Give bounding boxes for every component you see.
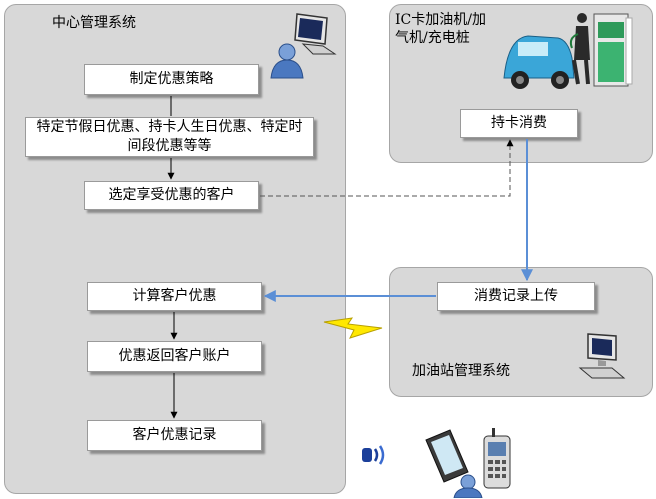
mobile-devices-icon [425, 428, 511, 498]
computer-icon [578, 333, 626, 379]
terminal-panel-title: IC卡加油机/加 气机/充电桩 [395, 11, 486, 47]
wireless-signal-icon [362, 445, 385, 465]
step-return-to-account: 优惠返回客户账户 [87, 341, 262, 372]
lightning-icon [323, 317, 383, 339]
step-upload-records: 消费记录上传 [437, 282, 595, 311]
step-set-policy: 制定优惠策略 [84, 64, 259, 95]
step-special-offers: 特定节假日优惠、持卡人生日优惠、特定时间段优惠等等 [25, 117, 314, 157]
station-panel-title: 加油站管理系统 [412, 363, 510, 379]
step-select-customers: 选定享受优惠的客户 [84, 181, 259, 210]
step-calc-discount: 计算客户优惠 [87, 282, 262, 311]
dashed-arrow-select-to-consume [260, 139, 514, 197]
terminal-title-line2: 气机/充电桩 [395, 30, 470, 46]
center-panel-title: 中心管理系统 [52, 15, 136, 31]
terminal-title-line1: IC卡加油机/加 [395, 12, 486, 28]
computer-user-icon [270, 13, 337, 79]
step-card-consume: 持卡消费 [460, 109, 578, 138]
fuel-pump-car-icon [503, 13, 633, 89]
step-discount-record: 客户优惠记录 [87, 420, 262, 451]
